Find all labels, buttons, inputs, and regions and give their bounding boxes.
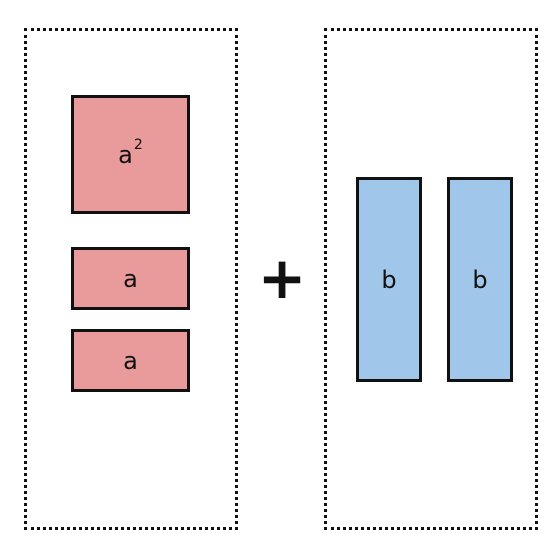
a-squared-exponent: 2 <box>133 136 143 153</box>
a-tile-label: a <box>123 346 138 375</box>
a-tile: a <box>71 247 190 310</box>
b-tile: b <box>447 177 513 382</box>
right-tile-group <box>324 28 538 530</box>
b-tile-label: b <box>381 265 397 294</box>
b-tile: b <box>356 177 422 382</box>
a-tile-label: a <box>123 264 138 293</box>
a-squared-base: a <box>118 140 133 169</box>
left-tile-group <box>24 28 238 530</box>
a-tile: a <box>71 329 190 392</box>
plus-operator: + <box>257 244 307 312</box>
b-tile-label: b <box>472 265 488 294</box>
